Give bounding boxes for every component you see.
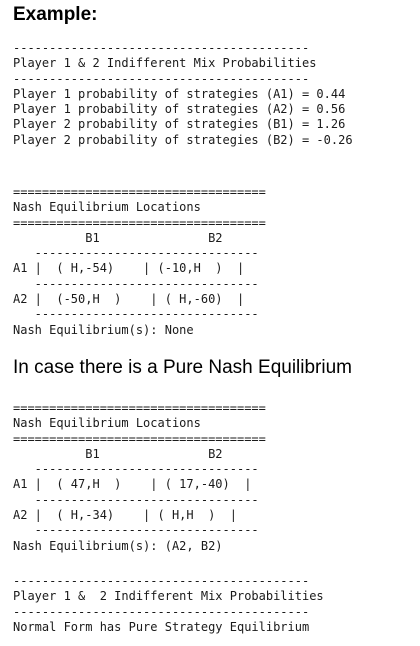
nash-equilibrium-pure-output: =================================== Nash…: [13, 401, 266, 553]
pure-mix-probabilities-output: ----------------------------------------…: [13, 574, 324, 634]
nash-equilibrium-example-output: =================================== Nash…: [13, 185, 266, 337]
example-heading: Example:: [13, 4, 98, 25]
mix-probabilities-output: ----------------------------------------…: [13, 41, 353, 147]
pure-equilibrium-heading: In case there is a Pure Nash Equilibrium: [13, 357, 352, 378]
